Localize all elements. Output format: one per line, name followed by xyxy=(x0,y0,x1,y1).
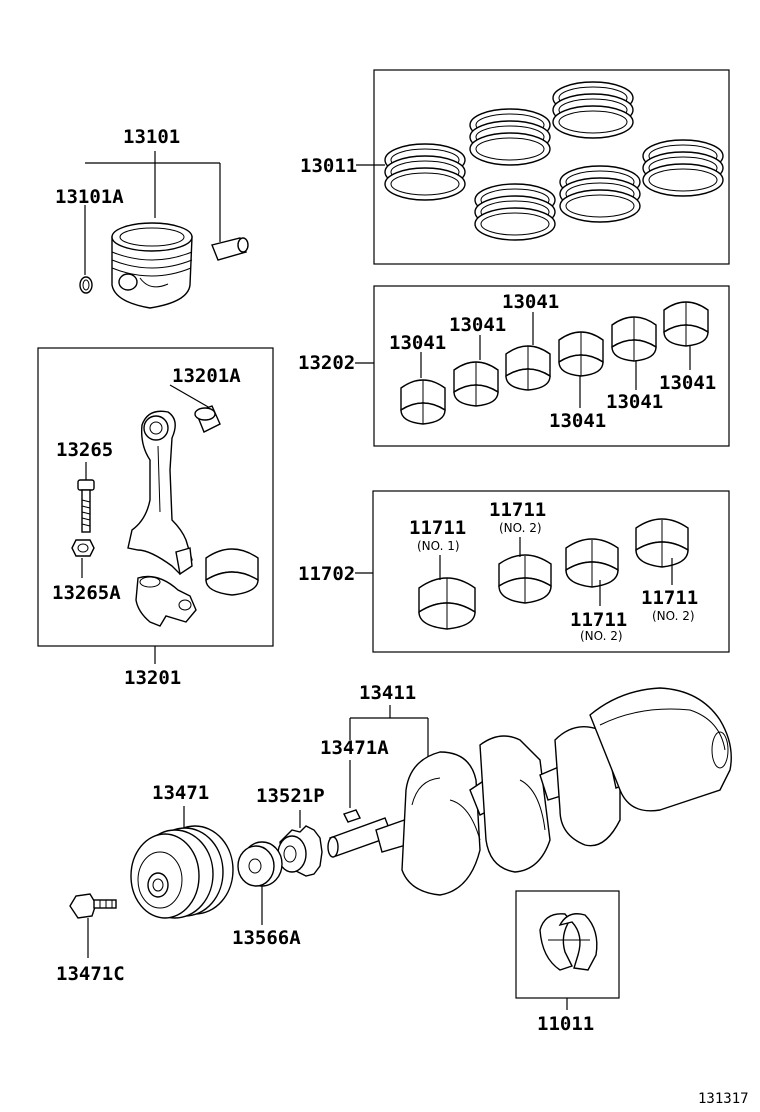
piston-pin-icon xyxy=(211,237,249,261)
bushing-icon xyxy=(194,405,221,433)
label-timing-gear: 13521P xyxy=(256,785,325,807)
piston-ring-box xyxy=(373,69,730,265)
label-crank-washer: 13566A xyxy=(232,927,301,949)
conn-rod-bearing-box xyxy=(373,285,730,447)
figure-number: 131317 xyxy=(698,1091,749,1107)
label-main-bearing-1: 11711 xyxy=(409,517,466,539)
main-bearing-box xyxy=(372,490,730,653)
timing-gear-icon xyxy=(277,825,323,877)
rod-cap-icon xyxy=(135,575,197,627)
conn-rod-bearing-shell-icons xyxy=(400,301,709,425)
key-icon xyxy=(343,809,361,823)
label-main-bearing-2: 11711 xyxy=(489,499,546,521)
label-conn-rod-bolt: 13265 xyxy=(56,439,113,461)
label-no2-a: (NO. 2) xyxy=(499,521,542,535)
label-conn-rod-bushing: 13201A xyxy=(172,365,241,387)
label-pulley-bolt: 13471C xyxy=(56,963,125,985)
washer-icon xyxy=(237,841,283,887)
label-crankshaft: 13411 xyxy=(359,682,416,704)
label-piston-ring-set: 13011 xyxy=(300,155,357,177)
label-conn-rod-bearing-1: 13041 xyxy=(389,332,446,354)
thrust-washer-box xyxy=(515,890,620,999)
label-conn-rod-bearing-4: 13041 xyxy=(549,410,606,432)
conn-rod-assy-group[interactable]: 13201A 13265 13265A xyxy=(37,347,274,689)
thrust-washer-group[interactable]: 11011 xyxy=(515,890,620,1035)
thrust-washer-icon xyxy=(539,913,598,971)
main-bearing-group[interactable]: 11702 11711 (NO. 1) 11711 (NO. 2) 11711 … xyxy=(298,490,730,653)
conn-rod-bearing-group[interactable]: 13202 13041 13041 13041 13041 13041 1304… xyxy=(298,285,730,447)
timing-gear-group[interactable]: 13521P xyxy=(256,785,325,877)
piston-ring-set-group[interactable]: 13011 xyxy=(300,69,730,265)
label-main-bearing-group: 11702 xyxy=(298,563,355,585)
label-no2-b: (NO. 2) xyxy=(580,629,623,643)
crankshaft-group[interactable]: 13411 13471A xyxy=(320,682,732,896)
main-bearing-shell-icons xyxy=(418,518,689,630)
nut-icon xyxy=(71,539,95,557)
piston-group[interactable]: 13101 13101A xyxy=(55,126,249,309)
label-main-bearing-3: 11711 xyxy=(570,609,627,631)
connecting-rod-icon xyxy=(127,410,193,576)
crankshaft-icon xyxy=(327,687,732,896)
label-crank-pulley: 13471 xyxy=(152,782,209,804)
label-main-bearing-4: 11711 xyxy=(641,587,698,609)
label-piston-snap-ring: 13101A xyxy=(55,186,124,208)
label-conn-rod-bearing-5: 13041 xyxy=(606,391,663,413)
label-crankshaft-key: 13471A xyxy=(320,737,389,759)
label-no2-c: (NO. 2) xyxy=(652,609,695,623)
pulley-bolt-group[interactable]: 13471C xyxy=(56,893,125,985)
label-conn-rod-assy: 13201 xyxy=(124,667,181,689)
piston-ring-icons xyxy=(384,81,724,241)
pulley-bolt-icon xyxy=(69,893,117,919)
label-conn-rod-bearing-2: 13041 xyxy=(449,314,506,336)
bolt-icon xyxy=(77,479,95,533)
label-conn-rod-bearing-group: 13202 xyxy=(298,352,355,374)
crank-washer-group[interactable]: 13566A xyxy=(232,841,301,949)
label-conn-rod-nut: 13265A xyxy=(52,582,121,604)
label-thrust-washer: 11011 xyxy=(537,1013,594,1035)
rod-bearing-icon xyxy=(205,548,259,596)
label-no1-a: (NO. 1) xyxy=(417,539,460,553)
label-conn-rod-bearing-6: 13041 xyxy=(659,372,716,394)
crank-pulley-group[interactable]: 13471 xyxy=(130,782,234,919)
label-piston: 13101 xyxy=(123,126,180,148)
piston-icon xyxy=(111,222,193,309)
crank-pulley-icon xyxy=(130,825,234,919)
snap-ring-icon xyxy=(79,276,93,294)
label-conn-rod-bearing-3: 13041 xyxy=(502,291,559,313)
